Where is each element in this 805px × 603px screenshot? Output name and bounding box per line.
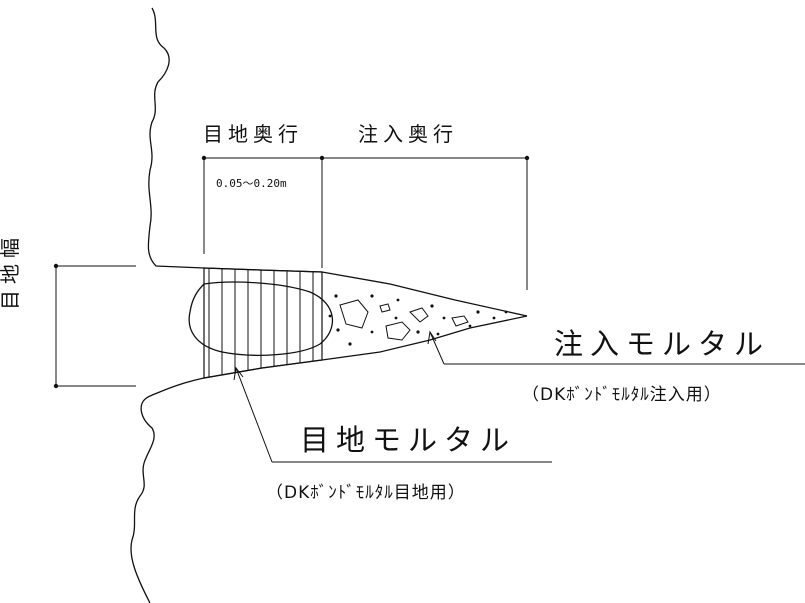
depth-dimension-lines: [201, 155, 530, 290]
joint-mortar-product-label: （DKﾎﾞﾝﾄﾞﾓﾙﾀﾙ目地用）: [266, 483, 466, 503]
joint-depth-label: 目地奥行: [203, 122, 303, 146]
injection-mortar-leader: [427, 330, 805, 365]
injection-mortar-product-label: （DKﾎﾞﾝﾄﾞﾓﾙﾀﾙ注入用）: [522, 385, 722, 405]
joint-width-text: 目地幅: [0, 232, 22, 310]
rock-face-upper-outline: [147, 7, 528, 317]
joint-width-dimension-lines: [53, 263, 136, 389]
joint-mortar-label: 目地モルタル: [300, 423, 516, 457]
injection-depth-label: 注入奥行: [358, 122, 458, 146]
joint-width-label: 目地幅: [0, 232, 22, 310]
joint-mortar-region: [203, 267, 323, 379]
joint-mortar-leader: [233, 366, 552, 463]
joint-depth-range-label: 0.05～0.20m: [216, 177, 287, 190]
injection-mortar-label: 注入モルタル: [554, 327, 770, 361]
injection-mortar-aggregate: [328, 294, 508, 346]
rock-face-lower-outline: [130, 315, 528, 603]
joint-mortar-inner-outline: [188, 281, 334, 356]
